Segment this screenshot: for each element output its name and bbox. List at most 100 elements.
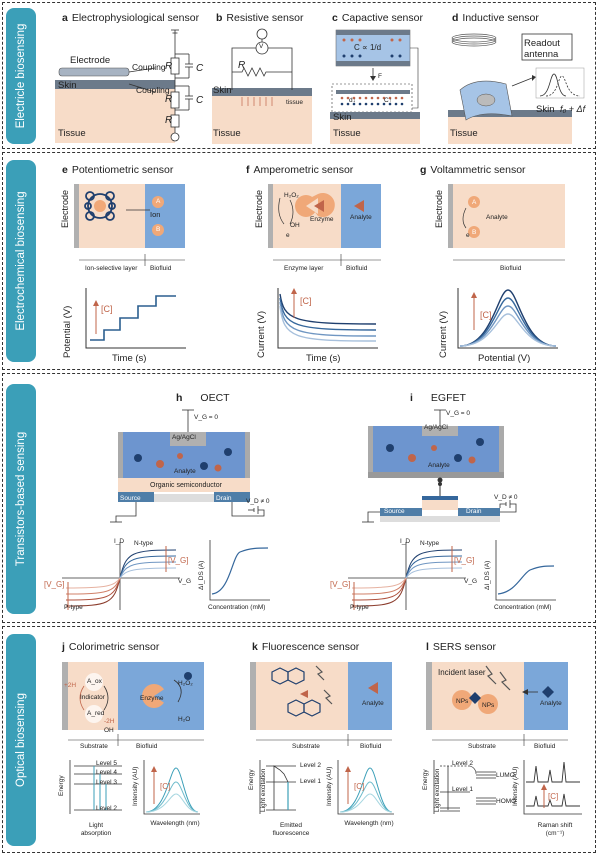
skin-layer [55, 80, 175, 89]
frequency-shift-label: f₀ + Δf [560, 104, 586, 114]
enzyme-label: Enzyme [310, 216, 334, 223]
gate-voltage-label: V_G = 0 [194, 414, 219, 421]
biofluid-label: Biofluid [136, 743, 158, 750]
section-title: Transistors-based sensing [15, 431, 27, 567]
concentration-label: [C] [480, 310, 492, 320]
electrode-label: Electrode [434, 189, 444, 228]
hydroxide-label: OH [290, 222, 300, 229]
section-optical [2, 626, 596, 853]
source-icon [256, 28, 268, 40]
voltammogram-peak-4 [459, 313, 557, 347]
transfer-curve-n-1 [405, 549, 463, 579]
panel-e-diagram [74, 184, 185, 266]
spectrum-curve-1 [339, 767, 393, 813]
current-decay-curve-4 [279, 305, 377, 342]
source-label: Source [384, 508, 405, 515]
drain-electrode [458, 508, 500, 516]
indicator-red-icon [85, 705, 103, 723]
level-5-label: Level 5 [96, 760, 117, 767]
current-decay-curve-3 [279, 301, 377, 337]
level-2-label: Level 2 [300, 762, 321, 769]
panel-l-diagram [426, 662, 568, 746]
reference-electrode [170, 432, 206, 446]
capacitor-label: C [196, 63, 204, 74]
concentration-label: [C] [548, 792, 559, 801]
transfer-curve-n-4 [405, 567, 463, 579]
biofluid-label: Biofluid [360, 743, 382, 750]
chart-axes [457, 288, 558, 349]
concentration-label: [C] [354, 782, 365, 791]
drain-voltage-label: V_D ≠ 0 [246, 498, 270, 505]
h2o2-label: H₂O₂ [284, 192, 299, 199]
tissue-label: Tissue [333, 128, 361, 139]
tissue-region [330, 118, 420, 144]
ion-selective-layer [79, 184, 145, 248]
electrode-label: Electrode [60, 189, 70, 228]
transfer-curve-n-2 [405, 555, 463, 579]
raman-curve-2 [526, 793, 580, 807]
section-title: Optical biosensing [15, 693, 27, 787]
skin-label: Skin [333, 112, 352, 123]
plus-2h-label: +2H [64, 682, 77, 689]
tissue-label: Tissue [213, 128, 241, 139]
minus-2h-label: -2H [104, 718, 115, 725]
ionophore-icon [84, 191, 116, 221]
panel-k-diagram [250, 662, 392, 746]
fluorescence-spectrum-chart [337, 760, 394, 815]
substrate-region [256, 662, 348, 730]
laser-icon [485, 665, 511, 691]
x-axis-label: Time (s) [112, 353, 147, 364]
coupling-label-2: Coupling [136, 85, 170, 95]
emitted-fluorescence-label: Emitted fluorescence [272, 822, 310, 837]
antenna-coil-icon [451, 33, 497, 47]
panel-c-diagram [330, 29, 420, 144]
spectrum-curve-3 [339, 793, 393, 813]
source-electrode [380, 508, 422, 516]
potential-step-line [90, 295, 176, 341]
biofluid-region [145, 184, 185, 248]
analyte-b-icon [468, 226, 480, 238]
analyte-icon [354, 200, 364, 212]
delta-ids-label: ΔI_DS (A) [484, 560, 491, 590]
transfer-curve-n-1 [119, 549, 177, 579]
biofluid-region [341, 184, 381, 248]
frequency-plot [535, 67, 585, 99]
concentration-axis-label: Concentration (mM) [494, 604, 552, 611]
vg-change-label-1: [V_G] [168, 556, 189, 565]
source-label: Source [120, 495, 141, 502]
level-4-label: Level 4 [96, 769, 117, 776]
electrode-label: Electrode [254, 189, 264, 228]
nanoparticle-icon [452, 690, 472, 710]
semiconductor-label: Organic semiconductor [150, 482, 222, 489]
p-type-label: P-type [350, 604, 369, 611]
amperometric-chart [277, 288, 378, 349]
analyte-label: Analyte [486, 214, 508, 221]
spectrum-curve-1 [145, 767, 199, 813]
biofluid-label: Biofluid [150, 265, 172, 272]
chart-axes [143, 760, 200, 815]
level-3-label: Level 3 [96, 779, 117, 786]
spectrum-curve-3 [145, 793, 199, 813]
section-tab-electrochemical: Electrochemical biosensing [6, 160, 36, 362]
resistor-label: R [165, 94, 173, 105]
x-axis-label: Wavelength (nm) [344, 820, 394, 827]
rc-circuit [128, 29, 193, 142]
panel-f-diagram [268, 184, 381, 266]
analyte-label: Analyte [350, 214, 372, 221]
spectrum-curve-2 [339, 781, 393, 813]
section-tab-electrical: Electricle biosensing [6, 8, 36, 144]
n-type-label: N-type [134, 540, 154, 547]
biofluid-label: Biofluid [346, 265, 368, 272]
electron-label: e [286, 232, 290, 239]
lumo-label: LUMO [496, 772, 515, 779]
sigmoid-curve [211, 547, 269, 595]
transfer-curve-p-3 [65, 577, 121, 595]
tissue-region [55, 88, 175, 143]
